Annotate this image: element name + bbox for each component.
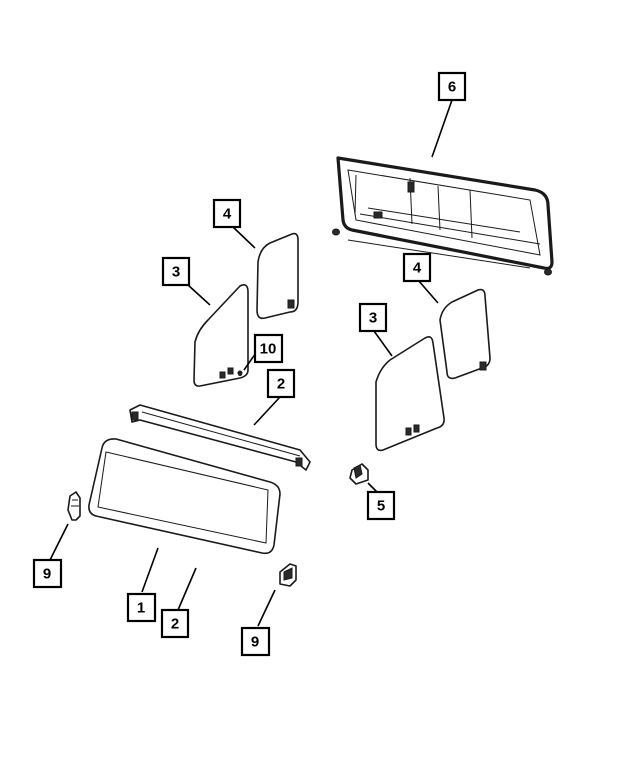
door-glass-right xyxy=(375,336,445,452)
vent-glass-left xyxy=(256,232,299,320)
callout-3-left-label: 3 xyxy=(172,264,180,281)
callout-2-bottom-label: 2 xyxy=(171,616,179,633)
bracket-right xyxy=(279,563,297,587)
callout-10: 10 xyxy=(253,333,284,364)
callout-9-right: 9 xyxy=(240,626,271,657)
callout-10-label: 10 xyxy=(260,341,277,358)
callout-5-label: 5 xyxy=(377,498,385,515)
callout-9-right-label: 9 xyxy=(251,634,259,651)
callout-3-left: 3 xyxy=(161,256,191,287)
rear-window-frame xyxy=(332,156,554,276)
callout-2-top: 2 xyxy=(266,368,296,399)
callout-6: 6 xyxy=(437,71,467,102)
windshield-header-seal xyxy=(129,404,311,471)
callout-5: 5 xyxy=(366,490,396,521)
fastener xyxy=(238,372,242,376)
callout-1-label: 1 xyxy=(137,600,145,617)
door-glass-left xyxy=(193,284,249,387)
callout-4-left-label: 4 xyxy=(223,206,232,223)
callout-1: 1 xyxy=(126,592,157,623)
bracket-left xyxy=(67,491,81,521)
callout-9-left: 9 xyxy=(32,558,63,589)
callout-9-left-label: 9 xyxy=(43,566,51,583)
callout-4-left: 4 xyxy=(212,198,242,229)
glass-clip xyxy=(349,463,369,485)
callout-2-top-label: 2 xyxy=(277,376,285,393)
callout-4-right-label: 4 xyxy=(413,260,422,277)
windshield-glass xyxy=(88,438,281,555)
callout-3-right: 3 xyxy=(358,302,388,333)
callout-4-right: 4 xyxy=(402,252,432,283)
vent-glass-right xyxy=(439,288,491,380)
leader-lines xyxy=(49,99,453,627)
callout-6-label: 6 xyxy=(448,79,456,96)
callout-2-bottom: 2 xyxy=(160,608,190,639)
callout-3-right-label: 3 xyxy=(369,310,377,327)
